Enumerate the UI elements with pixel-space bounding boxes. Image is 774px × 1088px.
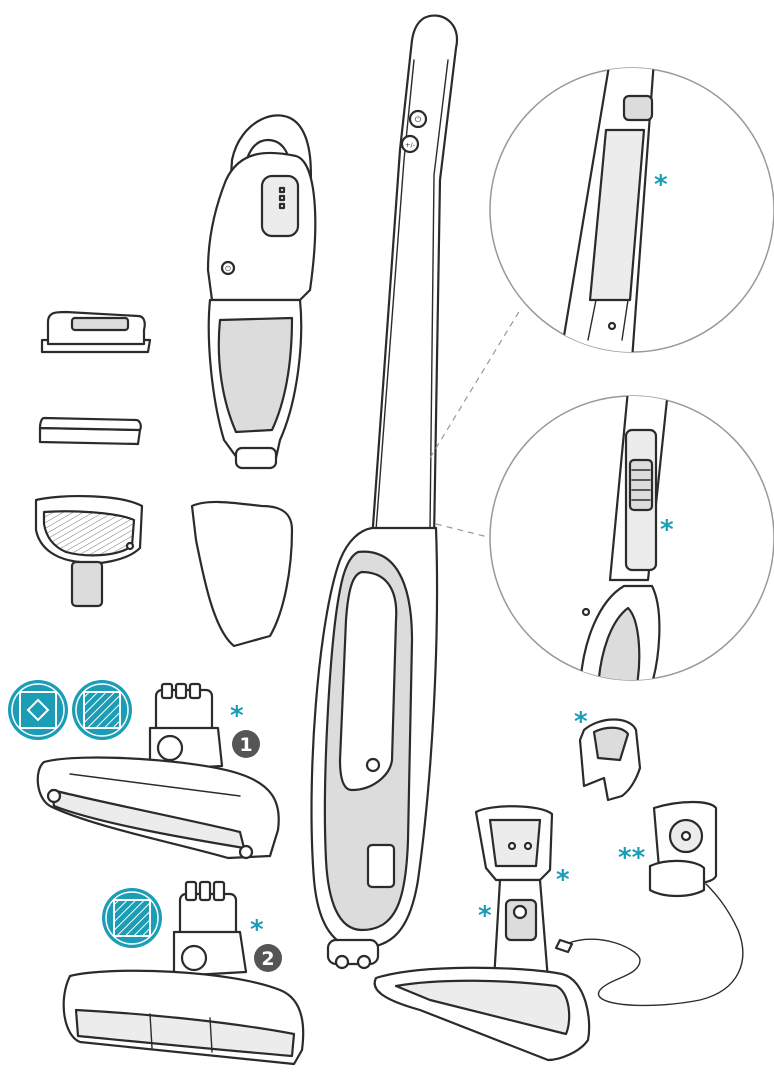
accessory-clip — [578, 718, 642, 802]
filter-upper — [40, 310, 152, 354]
accessory-marker: * — [654, 170, 668, 200]
accessory-marker: * — [250, 915, 264, 945]
wheel-right — [356, 954, 372, 970]
accessory-marker: * — [230, 701, 244, 731]
callout-badge-1: 1 — [232, 730, 260, 758]
power-icon: ⏻ — [415, 115, 422, 124]
nozzle-power-brush-1 — [36, 682, 280, 860]
charging-stand — [373, 805, 591, 1062]
handheld-power-button[interactable]: ⏻ — [220, 260, 236, 276]
dust-container-cover — [190, 500, 294, 648]
carpet-icon — [102, 888, 162, 948]
power-adapter — [648, 800, 718, 898]
handheld-vacuum: ⏻ — [206, 114, 317, 470]
speed-label: +/- — [405, 141, 416, 149]
power-button[interactable]: ⏻ — [408, 109, 428, 129]
battery-led — [278, 202, 286, 210]
accessory-marker: * — [478, 901, 492, 931]
accessory-marker: * — [660, 515, 674, 545]
callout-line-top — [429, 309, 521, 459]
charger-cable — [554, 883, 744, 1007]
wheel-left — [334, 954, 350, 970]
nozzle-power-brush-2 — [62, 880, 305, 1066]
detail-view-accessory-holder: * — [489, 67, 774, 353]
svg-text:1: 1 — [239, 734, 252, 756]
vacuum-body-cutout — [338, 570, 398, 792]
detail-view-brush-holder: * — [489, 395, 774, 681]
callout-badge-2: 2 — [254, 944, 282, 972]
release-button[interactable] — [365, 757, 381, 773]
battery-led — [278, 186, 286, 194]
battery-indicator — [366, 843, 396, 889]
power-icon: ⏻ — [225, 265, 231, 273]
handheld-nozzle — [234, 446, 278, 470]
svg-text:2: 2 — [261, 948, 274, 970]
stick-vacuum: ⏻ +/- — [310, 14, 459, 970]
pre-filter-grille — [34, 495, 144, 608]
speed-button[interactable]: +/- — [400, 134, 420, 154]
filter-sponge — [38, 416, 142, 446]
accessory-marker: * — [556, 865, 570, 895]
battery-led — [278, 194, 286, 202]
carpet-icon — [72, 680, 132, 740]
power-supply-marker: ** — [618, 843, 646, 873]
accessory-marker: * — [574, 707, 588, 737]
hard-floor-icon — [8, 680, 68, 740]
